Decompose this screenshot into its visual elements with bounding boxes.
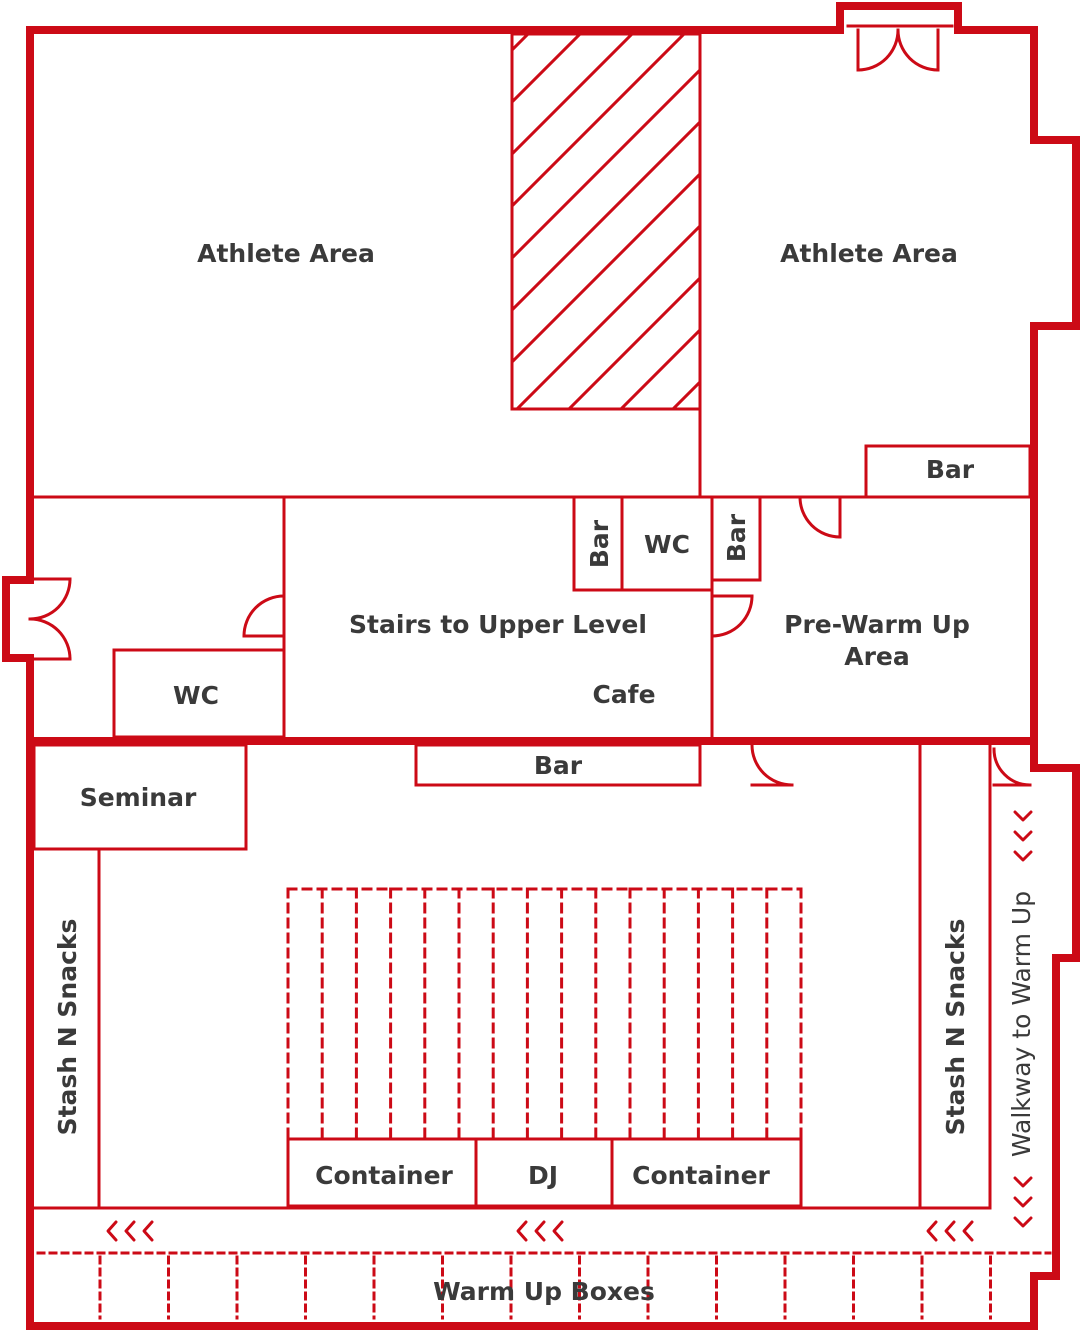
chevron-down-icon: [1013, 810, 1033, 862]
wc-middle-label: WC: [644, 530, 690, 559]
walkway-label: Walkway to Warm Up: [1007, 891, 1036, 1157]
hatch-line: [618, 327, 700, 409]
stash-right-label: Stash N Snacks: [941, 919, 970, 1136]
door-swing-icon: [750, 743, 794, 787]
hatch-line: [80, 10, 500, 430]
hatch-line: [670, 379, 700, 409]
pre-warm-up-label-line1: Pre-Warm Up: [784, 610, 970, 639]
hatch-line: [512, 171, 700, 365]
dotted-stage-grid: [286, 887, 803, 1141]
hatch-line: [566, 275, 700, 409]
doors: [28, 28, 1032, 787]
door-swing-icon: [28, 577, 72, 661]
door-swing-icon: [710, 594, 754, 638]
hatch-line: [704, 10, 1080, 430]
bar-lower-label: Bar: [534, 751, 583, 780]
warm-up-boxes-grid: [36, 1251, 1052, 1320]
athlete-area-left-label: Athlete Area: [197, 239, 375, 268]
lower-interior-walls: [32, 743, 992, 1210]
hatch-line: [512, 119, 700, 313]
bar-vertical-left-label: Bar: [585, 519, 614, 568]
stash-left-label: Stash N Snacks: [53, 919, 82, 1136]
hatch-line: [512, 34, 583, 105]
dj-label: DJ: [528, 1161, 558, 1190]
warm-up-boxes-label: Warm Up Boxes: [433, 1277, 655, 1306]
door-swing-icon: [798, 495, 842, 539]
hatch-line: [512, 67, 700, 261]
seminar-label: Seminar: [80, 783, 197, 812]
hatch-line: [514, 223, 700, 409]
pre-warm-up-label-line2: Area: [844, 642, 910, 671]
hatch-line: [512, 34, 635, 157]
door-swing-icon: [992, 747, 1032, 787]
hatched-area: [80, 10, 1080, 430]
chevron-left-icon: [926, 1220, 974, 1242]
container-right-label: Container: [632, 1161, 770, 1190]
athlete-area-right-label: Athlete Area: [780, 239, 958, 268]
wc-left-label: WC: [173, 681, 219, 710]
door-swing-icon: [242, 594, 286, 638]
bar-top-right-label: Bar: [926, 455, 975, 484]
stairs-label: Stairs to Upper Level: [349, 610, 647, 639]
hatch-line: [512, 34, 687, 209]
hatch-line: [512, 34, 531, 53]
door-swing-icon: [856, 28, 940, 72]
chevron-down-icon: [1013, 1176, 1033, 1228]
chevron-left-icon: [516, 1220, 564, 1242]
chevron-left-icon: [106, 1220, 154, 1242]
cafe-label: Cafe: [592, 680, 655, 709]
bar-vertical-right-label: Bar: [722, 513, 751, 562]
container-left-label: Container: [315, 1161, 453, 1190]
